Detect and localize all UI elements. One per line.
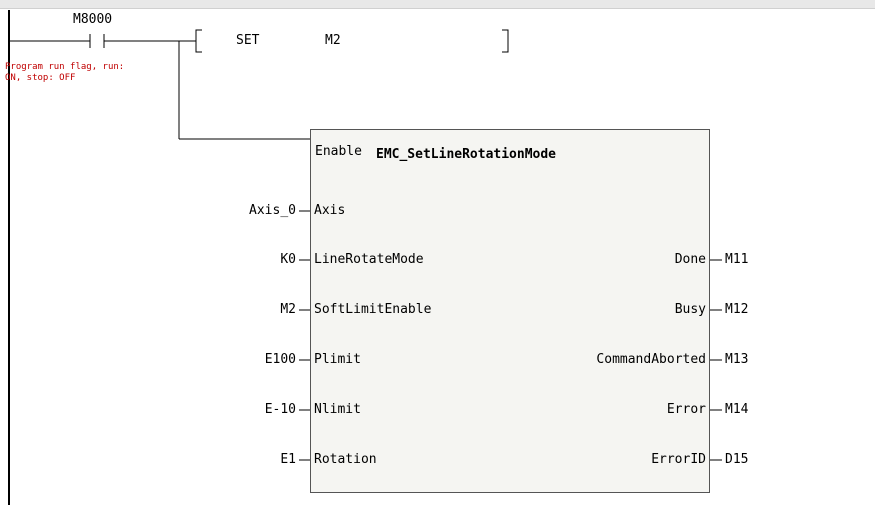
set-bracket-right — [502, 29, 509, 53]
input-value[interactable]: E-10 — [264, 402, 296, 417]
input-pin-label: Axis — [314, 203, 346, 218]
output-value[interactable]: D15 — [725, 452, 749, 467]
input-pin-label: Plimit — [314, 352, 361, 367]
input-pin-label: Nlimit — [314, 402, 361, 417]
input-pin-label: Rotation — [314, 452, 377, 467]
output-pin-label: Busy — [674, 302, 706, 317]
set-bracket-left — [195, 29, 202, 53]
function-block-box[interactable] — [310, 129, 710, 493]
fb-enable-pin: Enable — [315, 144, 362, 159]
output-value[interactable]: M14 — [725, 402, 749, 417]
fb-name: EMC_SetLineRotationMode — [376, 147, 557, 162]
input-value[interactable]: Axis_0 — [249, 203, 296, 218]
input-pin-label: SoftLimitEnable — [314, 302, 432, 317]
output-value[interactable]: M13 — [725, 352, 749, 367]
output-pin-label: ErrorID — [651, 452, 706, 467]
output-value[interactable]: M12 — [725, 302, 749, 317]
input-value[interactable]: M2 — [280, 302, 296, 317]
contact-address[interactable]: M8000 — [73, 12, 113, 27]
output-pin-label: CommandAborted — [596, 352, 706, 367]
output-pin-label: Error — [666, 402, 706, 417]
input-pin-label: LineRotateMode — [314, 252, 424, 267]
input-value[interactable]: E1 — [280, 452, 296, 467]
input-value[interactable]: K0 — [280, 252, 296, 267]
contact-comment: Program run flag, run: ON, stop: OFF — [5, 62, 125, 83]
output-value[interactable]: M11 — [725, 252, 749, 267]
input-value[interactable]: E100 — [264, 352, 296, 367]
input-pin-wires — [299, 210, 310, 461]
output-pin-wires — [710, 259, 722, 461]
set-operand[interactable]: M2 — [325, 33, 341, 48]
set-opcode[interactable]: SET — [236, 33, 260, 48]
editor-top-border — [0, 0, 875, 9]
output-pin-label: Done — [674, 252, 706, 267]
